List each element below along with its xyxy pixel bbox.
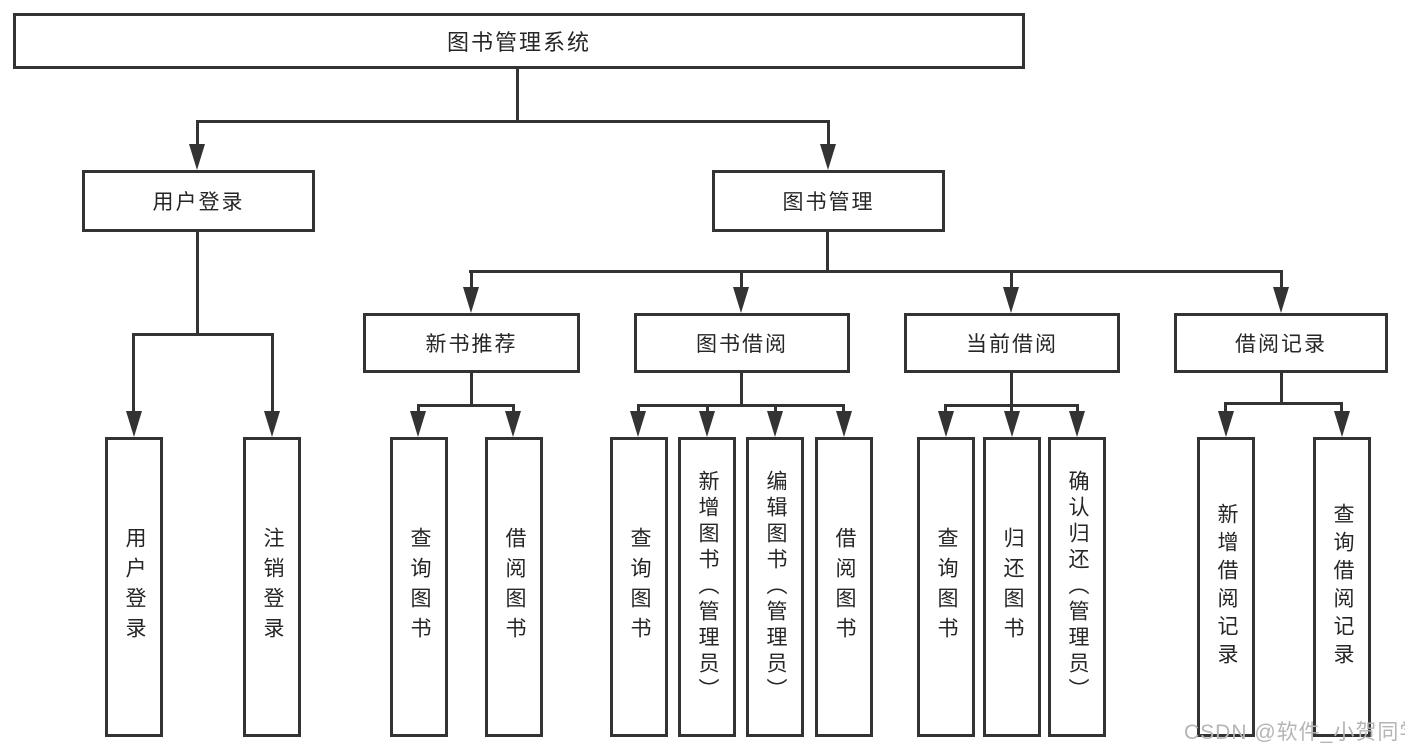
node-leaf-logout: 注销登录 <box>243 437 301 737</box>
connector-root-rail <box>196 120 830 123</box>
connector-drop <box>706 404 709 416</box>
connector-drop-book-mgmt <box>827 120 830 148</box>
connector-book-borrow-rail <box>637 404 845 407</box>
node-leaf-user-login: 用户登录 <box>105 437 163 737</box>
connector-drop <box>842 404 845 416</box>
node-new-book-recommend: 新书推荐 <box>363 313 580 373</box>
connector-drop <box>637 404 640 416</box>
connector-drop-user-login <box>196 120 199 148</box>
node-leaf-return-books: 归还图书 <box>983 437 1041 737</box>
connector-drop <box>944 404 947 416</box>
arrow-down-icon <box>1004 411 1020 437</box>
arrow-down-icon <box>1218 411 1234 437</box>
connector-user-login-rail <box>132 333 274 336</box>
connector-drop-book-borrow <box>740 270 743 292</box>
connector-root-stem <box>516 69 519 123</box>
connector-book-mgmt-stem <box>826 232 829 273</box>
arrow-down-icon <box>1069 411 1085 437</box>
connector-drop-logout <box>271 333 274 413</box>
connector-drop <box>1010 404 1013 416</box>
connector-drop <box>1224 402 1227 416</box>
node-book-borrow: 图书借阅 <box>634 313 850 373</box>
arrow-down-icon <box>836 411 852 437</box>
arrow-down-icon <box>1273 287 1289 313</box>
node-leaf-query-borrow-record: 查询借阅记录 <box>1313 437 1371 737</box>
node-leaf-query-books: 查询图书 <box>917 437 975 737</box>
connector-drop-borrow-records <box>1280 270 1283 292</box>
connector-user-login-stem <box>196 232 199 336</box>
arrow-down-icon <box>1334 411 1350 437</box>
connector-drop <box>417 404 420 416</box>
arrow-down-icon <box>733 287 749 313</box>
node-leaf-add-books-admin: 新增图书（管理员） <box>678 437 736 737</box>
arrow-down-icon <box>505 411 521 437</box>
arrow-down-icon <box>630 411 646 437</box>
connector-drop-new-book <box>470 270 473 292</box>
node-borrow-records: 借阅记录 <box>1174 313 1388 373</box>
arrow-down-icon <box>699 411 715 437</box>
connector-drop-current-borrow <box>1010 270 1013 292</box>
node-leaf-borrow-books: 借阅图书 <box>815 437 873 737</box>
node-leaf-query-books: 查询图书 <box>390 437 448 737</box>
arrow-down-icon <box>126 411 142 437</box>
node-current-borrow: 当前借阅 <box>904 313 1120 373</box>
connector-current-borrow-stem <box>1010 373 1013 407</box>
node-root: 图书管理系统 <box>13 13 1025 69</box>
connector-new-book-rail <box>417 404 515 407</box>
arrow-down-icon <box>1003 287 1019 313</box>
node-leaf-query-books: 查询图书 <box>610 437 668 737</box>
connector-new-book-stem <box>470 373 473 407</box>
arrow-down-icon <box>410 411 426 437</box>
arrow-down-icon <box>820 144 836 170</box>
arrow-down-icon <box>463 287 479 313</box>
connector-drop <box>512 404 515 416</box>
connector-drop <box>1076 404 1079 416</box>
connector-borrow-records-rail <box>1224 402 1343 405</box>
connector-book-mgmt-rail <box>469 270 1283 273</box>
node-user-login: 用户登录 <box>82 170 315 232</box>
connector-borrow-records-stem <box>1280 373 1283 405</box>
arrow-down-icon <box>264 411 280 437</box>
node-leaf-add-borrow-record: 新增借阅记录 <box>1197 437 1255 737</box>
connector-drop-login <box>132 333 135 413</box>
csdn-watermark: CSDN @软件_小贺同学 <box>1184 721 1405 744</box>
node-leaf-borrow-books: 借阅图书 <box>485 437 543 737</box>
arrow-down-icon <box>189 144 205 170</box>
connector-drop <box>774 404 777 416</box>
node-book-management: 图书管理 <box>712 170 945 232</box>
arrow-down-icon <box>938 411 954 437</box>
node-leaf-edit-books-admin: 编辑图书（管理员） <box>746 437 804 737</box>
arrow-down-icon <box>767 411 783 437</box>
connector-drop <box>1340 402 1343 416</box>
node-leaf-confirm-return-admin: 确认归还（管理员） <box>1048 437 1106 737</box>
connector-book-borrow-stem <box>740 373 743 407</box>
